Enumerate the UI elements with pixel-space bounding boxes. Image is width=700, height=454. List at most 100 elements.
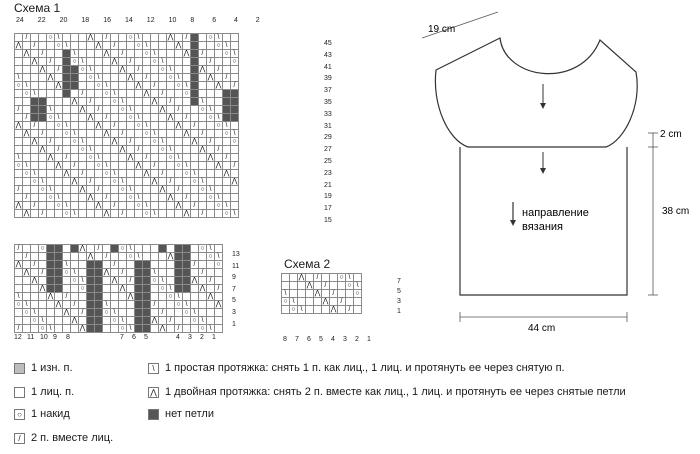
stitch-cell: [30, 252, 39, 261]
chart-label: 41: [324, 63, 332, 71]
stitch-cell: [198, 113, 207, 122]
stitch-cell: [110, 113, 119, 122]
stitch-cell: [206, 316, 215, 325]
stitch-cell: [78, 201, 87, 210]
stitch-cell: ○: [110, 177, 119, 186]
stitch-cell: ⋀: [305, 281, 314, 290]
stitch-cell: \: [214, 33, 223, 42]
stitch-cell: /: [78, 169, 87, 178]
stitch-cell: [94, 97, 103, 106]
stitch-cell: [150, 252, 159, 261]
chart-label: 45: [324, 40, 332, 47]
stitch-cell: [38, 153, 47, 162]
stitch-cell: [22, 177, 31, 186]
stitch-cell: [86, 209, 95, 218]
stitch-cell: [230, 65, 239, 74]
stitch-cell: /: [174, 324, 183, 333]
stitch-cell: ○: [110, 97, 119, 106]
stitch-cell: [62, 57, 71, 66]
stitch-cell: [134, 316, 143, 325]
stitch-cell: [14, 252, 23, 261]
stitch-cell: \: [214, 113, 223, 122]
stitch-cell: /: [313, 273, 322, 282]
stitch-cell: ⋀: [206, 153, 215, 162]
stitch-cell: /: [22, 113, 31, 122]
stitch-cell: [305, 305, 314, 314]
stitch-cell: [62, 81, 71, 90]
stitch-cell: [94, 292, 103, 301]
stitch-cell: [54, 324, 63, 333]
stitch-cell: [70, 185, 79, 194]
stitch-cell: ○: [158, 145, 167, 154]
legend-purl: 1 изн. п.: [14, 362, 73, 374]
stitch-cell: ○: [54, 41, 63, 50]
stitch-cell: [158, 260, 167, 269]
stitch-cell: ⋀: [182, 209, 191, 218]
stitch-cell: [150, 193, 159, 202]
stitch-cell: ○: [38, 244, 47, 253]
stitch-cell: \: [214, 193, 223, 202]
stitch-cell: [62, 65, 71, 74]
chart-label: 10: [40, 334, 48, 341]
stitch-cell: /: [38, 209, 47, 218]
stitch-cell: [46, 252, 55, 261]
stitch-cell: ○: [337, 273, 346, 282]
stitch-cell: /: [126, 57, 135, 66]
stitch-cell: /: [62, 292, 71, 301]
stitch-cell: [70, 73, 79, 82]
stitch-cell: ⋀: [22, 268, 31, 277]
chart-label: 9: [53, 334, 57, 341]
stitch-cell: ○: [166, 73, 175, 82]
stitch-cell: [94, 49, 103, 58]
stitch-cell: [158, 292, 167, 301]
stitch-cell: [54, 169, 63, 178]
stitch-cell: [118, 89, 127, 98]
stitch-cell: [78, 316, 87, 325]
stitch-cell: [297, 281, 306, 290]
stitch-cell: /: [110, 260, 119, 269]
stitch-cell: ○: [289, 305, 298, 314]
stitch-cell: [86, 276, 95, 285]
stitch-cell: [78, 97, 87, 106]
stitch-cell: [142, 316, 151, 325]
stitch-cell: [94, 268, 103, 277]
stitch-cell: [166, 244, 175, 253]
stitch-cell: [62, 105, 71, 114]
stitch-cell: /: [102, 33, 111, 42]
stitch-cell: [190, 284, 199, 293]
stitch-cell: [30, 244, 39, 253]
stitch-cell: /: [110, 121, 119, 130]
stitch-cell: ⋀: [214, 161, 223, 170]
stitch-cell: [46, 260, 55, 269]
stitch-cell: [174, 89, 183, 98]
stitch-cell: ⋀: [150, 316, 159, 325]
chart-label: 7: [232, 285, 236, 293]
stitch-cell: ⋀: [174, 121, 183, 130]
stitch-cell: [70, 193, 79, 202]
stitch-cell: [38, 73, 47, 82]
stitch-cell: ⋀: [214, 81, 223, 90]
stitch-cell: ⋀: [150, 177, 159, 186]
stitch-cell: [134, 284, 143, 293]
stitch-cell: \: [198, 316, 207, 325]
stitch-cell: [190, 292, 199, 301]
stitch-cell: ⋀: [102, 49, 111, 58]
stitch-cell: [46, 89, 55, 98]
stitch-cell: [198, 153, 207, 162]
stitch-cell: /: [62, 153, 71, 162]
stitch-cell: [230, 169, 239, 178]
stitch-cell: [198, 137, 207, 146]
stitch-cell: [150, 121, 159, 130]
stitch-cell: [166, 57, 175, 66]
stitch-cell: \: [126, 105, 135, 114]
chart-label: 5: [397, 288, 401, 295]
stitch-cell: [62, 177, 71, 186]
stitch-cell: [150, 201, 159, 210]
stitch-cell: \: [54, 113, 63, 122]
chart-label: 18: [81, 17, 90, 24]
stitch-table: ⋀/○\⋀/○\\⋀/○○\⋀/○\⋀/: [281, 273, 362, 314]
stitch-cell: [22, 105, 31, 114]
chart-label: 11: [232, 262, 240, 270]
stitch-cell: [174, 284, 183, 293]
chart-label: 10: [168, 17, 177, 24]
